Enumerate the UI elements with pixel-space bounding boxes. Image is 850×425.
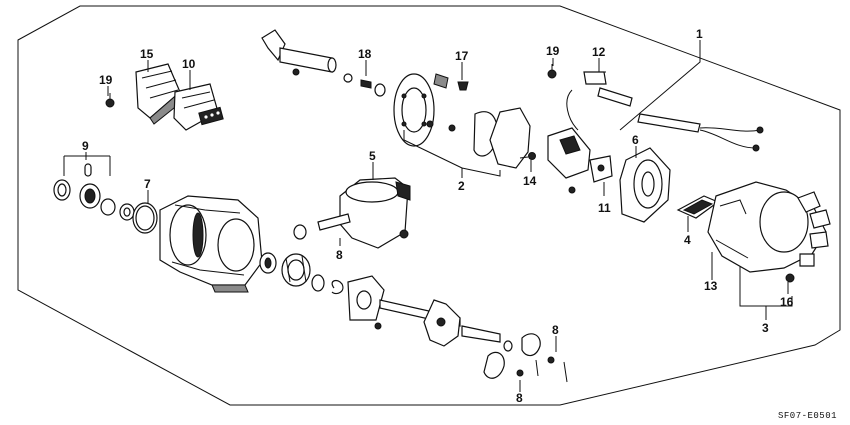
- callout-10: 10: [182, 57, 196, 71]
- part-5-vacuum-advance: [293, 177, 411, 249]
- part-3-distributor-cap: [707, 181, 831, 283]
- distributor-housing: [159, 195, 263, 293]
- part-12-wire-harness: [566, 71, 764, 152]
- callout-14: 14: [523, 174, 537, 188]
- shaft-bearings: [259, 252, 344, 295]
- callout-5: 5: [369, 149, 376, 163]
- drawing-code: SF07-E0501: [778, 411, 837, 421]
- part-19-screw-left: [105, 93, 115, 108]
- callout-18: 18: [358, 47, 372, 61]
- callout-16: 16: [780, 295, 794, 309]
- distributor-shaft: [347, 275, 501, 347]
- callout-2: 2: [458, 179, 465, 193]
- part-10-module: [173, 83, 224, 131]
- advance-shaft-assembly: [261, 29, 337, 76]
- leader-lines: [63, 40, 793, 392]
- callout-3: 3: [762, 321, 769, 335]
- assembly-boundary: [17, 5, 841, 406]
- callout-1: 1: [696, 27, 703, 41]
- callout-8-weight-bottom: 8: [516, 391, 523, 405]
- part-19-screw-right: [547, 64, 557, 79]
- part-17-clip: [457, 81, 469, 91]
- part-9-seal-set: [53, 163, 135, 221]
- callout-15: 15: [140, 47, 154, 61]
- callout-8-weight-top: 8: [552, 323, 559, 337]
- callout-9: 9: [82, 139, 89, 153]
- callout-labels: 1 2 3 4 5 6 7 8 8 8 9 10 11 12 13 14 15 …: [82, 27, 794, 405]
- callout-12: 12: [592, 45, 606, 59]
- callout-11: 11: [598, 201, 611, 215]
- callout-19-left: 19: [99, 73, 113, 87]
- part-11-magnet: [589, 155, 613, 183]
- governor-weights: [483, 333, 568, 383]
- callout-7: 7: [144, 177, 151, 191]
- callout-17: 17: [455, 49, 469, 63]
- callout-19-right: 19: [546, 44, 560, 58]
- callout-13: 13: [704, 279, 718, 293]
- part-7-o-ring: [132, 202, 158, 234]
- callout-4: 4: [684, 233, 691, 247]
- part-2-breaker-plate: [393, 73, 531, 169]
- part-6-inner-cap: [619, 147, 671, 223]
- callout-8-vacuum: 8: [336, 248, 343, 262]
- part-14-screw: [519, 152, 536, 160]
- part-18-screw: [343, 73, 386, 97]
- pickup-coil-module: [547, 127, 591, 194]
- callout-6: 6: [632, 133, 639, 147]
